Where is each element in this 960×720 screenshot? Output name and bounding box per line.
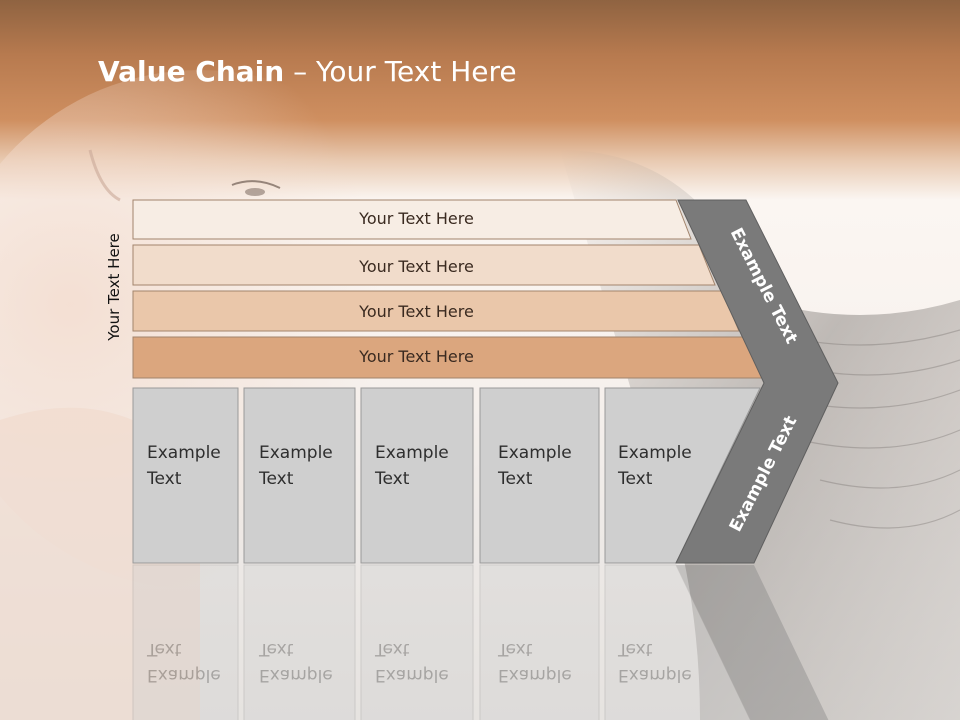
band-4-label: Your Text Here bbox=[359, 347, 474, 366]
chevron-shape bbox=[675, 199, 839, 564]
box-4-shape bbox=[479, 387, 600, 564]
slide-title: Value Chain – Your Text Here bbox=[98, 55, 517, 88]
title-bold: Value Chain bbox=[98, 55, 285, 88]
box-4-line2: Text bbox=[498, 469, 533, 489]
box-1-line2: Text bbox=[147, 469, 182, 489]
box-2-line1: Example bbox=[259, 443, 333, 463]
box-4-line1: Example bbox=[498, 443, 572, 463]
band-3-label: Your Text Here bbox=[359, 302, 474, 321]
reflection-shapes bbox=[132, 564, 838, 720]
band-1-label: Your Text Here bbox=[359, 209, 474, 228]
box-2-line2: Text bbox=[259, 469, 294, 489]
box-3-line2: Text bbox=[375, 469, 410, 489]
band-3-shape bbox=[132, 290, 740, 332]
box-5-line2: Text bbox=[618, 469, 653, 489]
band-2-shape bbox=[132, 244, 716, 286]
band-1-shape bbox=[132, 199, 692, 240]
box-1-line1: Example bbox=[147, 443, 221, 463]
box-3-line1: Example bbox=[375, 443, 449, 463]
title-rest: – Your Text Here bbox=[284, 55, 517, 88]
band-2-label: Your Text Here bbox=[359, 257, 474, 276]
box-3-shape bbox=[360, 387, 474, 564]
box-1-shape bbox=[132, 387, 239, 564]
box-5-line1: Example bbox=[618, 443, 692, 463]
box-2-shape bbox=[243, 387, 356, 564]
